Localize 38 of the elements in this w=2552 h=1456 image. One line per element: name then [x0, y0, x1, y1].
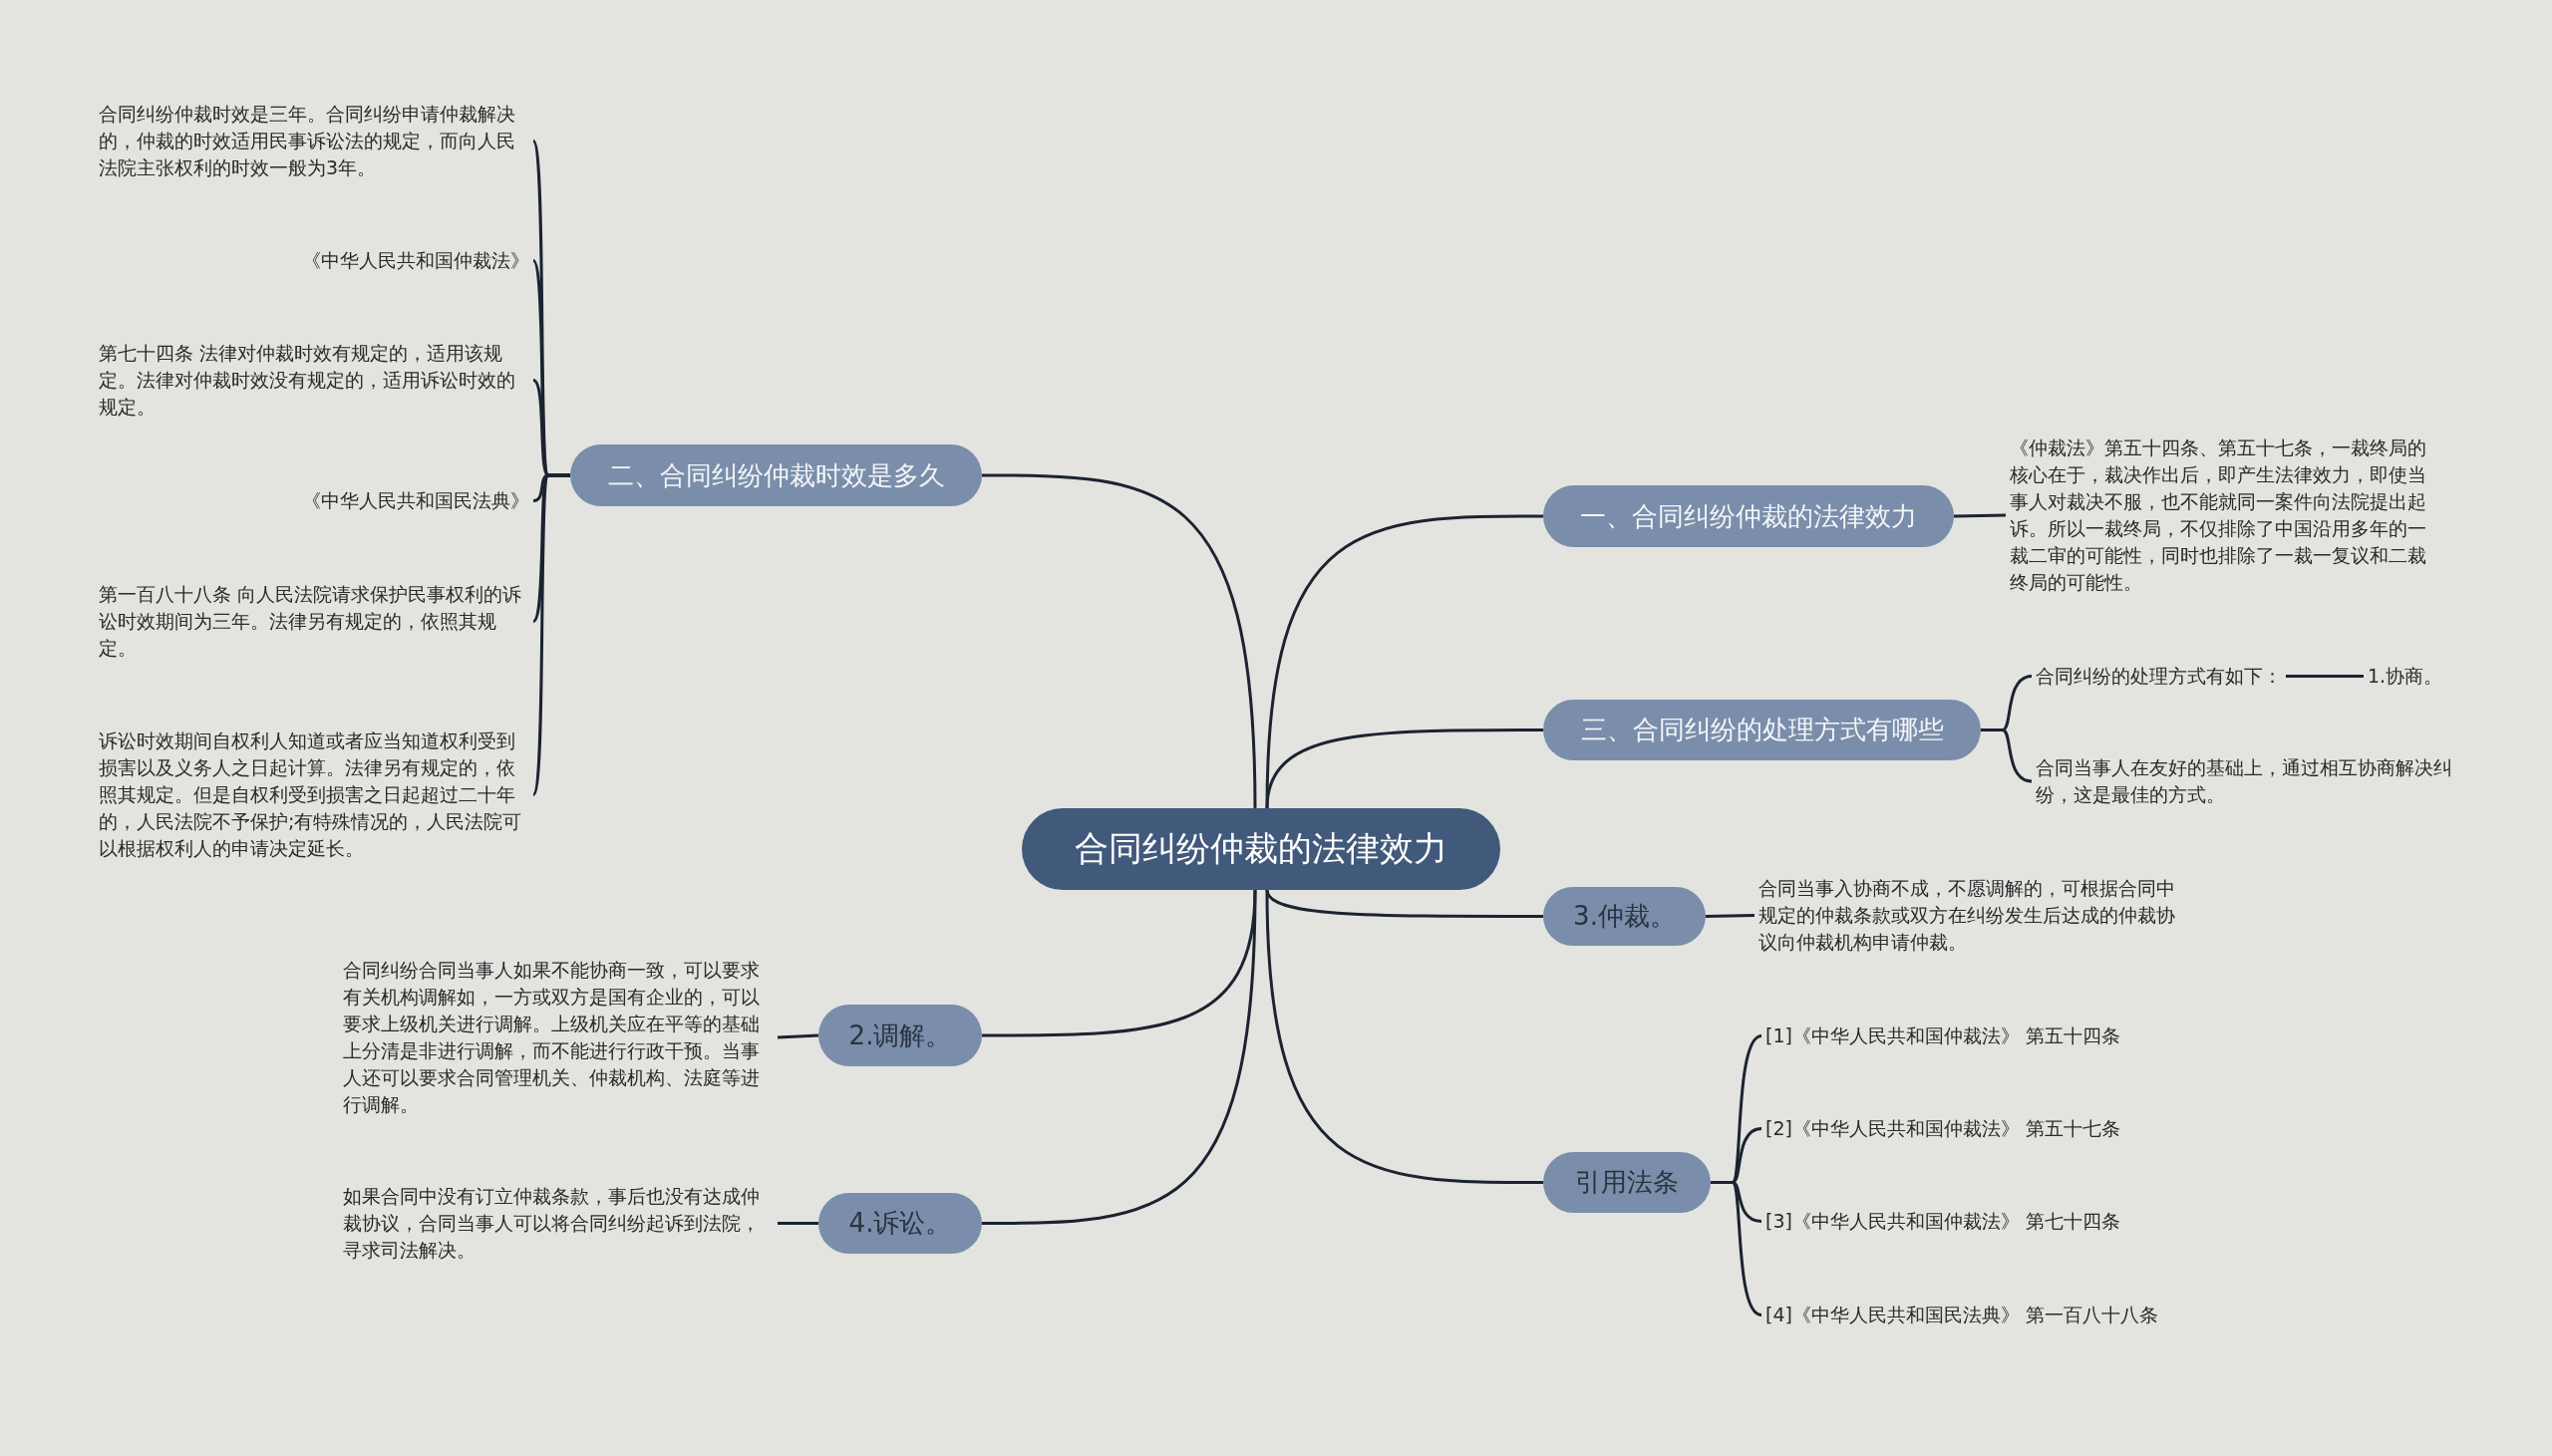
note-text: [2]《中华人民共和国仲裁法》 第五十七条	[1761, 1115, 2190, 1142]
topic-pill: 3.仲裁。	[1543, 887, 1706, 946]
connector-line	[777, 1033, 819, 1039]
connector-line	[982, 473, 1257, 809]
note-text: 《中华人民共和国仲裁法》	[298, 247, 533, 274]
connector-line	[1981, 728, 2033, 783]
note-text: [4]《中华人民共和国民法典》 第一百八十八条	[1761, 1302, 2190, 1328]
connector-line	[982, 889, 1257, 1225]
topic-pill: 4.诉讼。	[818, 1193, 982, 1254]
note-text: 合同纠纷合同当事人如果不能协商一致，可以要求有关机构调解如，一方或双方是国有企业的，可以要求上级机关进行调解。上级机关应在平等的基础上分清是非进行调解，而不能进行行政干预。当事人还可以要求合同管理机关、仲裁机构、法庭等进行调解。	[339, 957, 778, 1118]
note-text: 诉讼时效期间自权利人知道或者应当知道权利受到损害以及义务人之日起计算。法律另有规定的，依照其规定。但是自权利受到损害之日起超过二十年的，人民法院不予保护;有特殊情况的，人民法院可以根据权利人的申请决定延长。	[95, 728, 533, 862]
topic-pill: 2.调解。	[818, 1005, 982, 1066]
connector-line	[1265, 514, 1543, 809]
topic-pill: 引用法条	[1543, 1152, 1711, 1213]
note-text: 合同当事入协商不成，不愿调解的，可根据合同中规定的仲裁条款或双方在纠纷发生后达成的仲裁协议向仲裁机构申请仲裁。	[1754, 875, 2193, 956]
note-text: 第七十四条 法律对仲裁时效有规定的，适用该规定。法律对仲裁时效没有规定的，适用诉讼时效的规定。	[95, 340, 533, 421]
connector-line	[531, 473, 570, 796]
note-text: 合同纠纷仲裁时效是三年。合同纠纷申请仲裁解决的，仲裁的时效适用民事诉讼法的规定，而向人民法院主张权利的时效一般为3年。	[95, 101, 533, 181]
note-text: 第一百八十八条 向人民法院请求保护民事权利的诉讼时效期间为三年。法律另有规定的，依照其规定。	[95, 581, 533, 662]
note-text: 1.协商。	[2364, 663, 2447, 690]
connector-line	[1953, 513, 2007, 518]
note-text: 如果合同中没有订立仲裁条款，事后也没有达成仲裁协议，合同当事人可以将合同纠纷起诉到法院，寻求司法解决。	[339, 1183, 778, 1264]
connector-line	[1705, 914, 1755, 918]
note-text: 《仲裁法》第五十四条、第五十七条，一裁终局的核心在于，裁决作出后，即产生法律效力，即使当事人对裁决不服，也不能就同一案件向法院提出起诉。所以一裁终局，不仅排除了中国沿用多年的一裁二审的可能性，同时也排除了一裁一复议和二裁终局的可能性。	[2006, 435, 2444, 596]
note-text: 合同纠纷的处理方式有如下：	[2032, 663, 2286, 690]
note-text: [1]《中华人民共和国仲裁法》 第五十四条	[1761, 1022, 2190, 1049]
connector-line	[1265, 728, 1543, 809]
topic-pill: 二、合同纠纷仲裁时效是多久	[570, 444, 982, 506]
connector-line	[1711, 1181, 1762, 1316]
central-topic: 合同纠纷仲裁的法律效力	[1022, 808, 1500, 890]
note-text: 合同当事人在友好的基础上，通过相互协商解决纠纷，这是最佳的方式。	[2032, 754, 2470, 808]
note-text: 《中华人民共和国民法典》	[298, 487, 533, 514]
note-text: [3]《中华人民共和国仲裁法》 第七十四条	[1761, 1208, 2190, 1235]
connector-line	[2286, 675, 2364, 678]
topic-pill: 三、合同纠纷的处理方式有哪些	[1543, 700, 1981, 760]
topic-pill: 一、合同纠纷仲裁的法律效力	[1543, 485, 1954, 547]
connector-line	[1265, 889, 1543, 1184]
connector-line	[778, 1222, 818, 1225]
